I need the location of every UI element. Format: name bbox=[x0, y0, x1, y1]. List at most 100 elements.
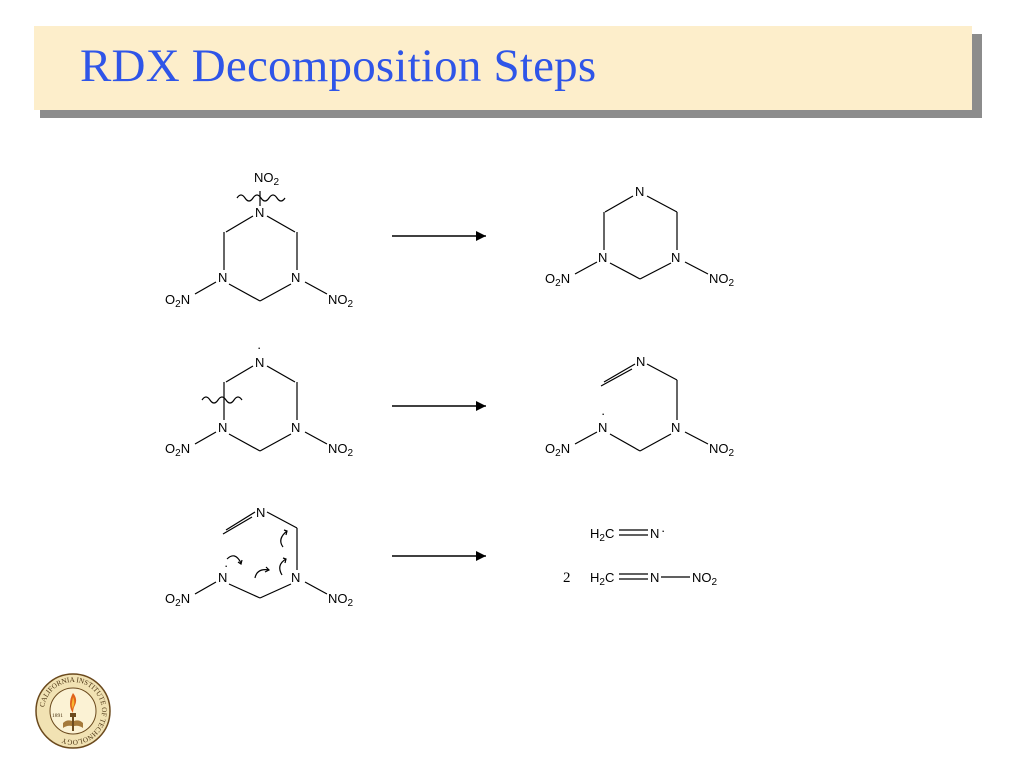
bond bbox=[684, 261, 709, 275]
bond bbox=[304, 581, 328, 595]
bond bbox=[194, 581, 217, 595]
product-1-labels: N N N O2N NO2 bbox=[545, 184, 735, 289]
atom-label: N bbox=[635, 184, 644, 199]
bond bbox=[225, 215, 254, 233]
atom-label: N bbox=[218, 570, 227, 585]
seal-hand-left bbox=[63, 720, 72, 728]
cleavage-wavy-line bbox=[201, 396, 243, 404]
electron-arrow-head bbox=[237, 559, 243, 565]
reactant-2-labels: · N N N O2N NO2 bbox=[165, 340, 354, 459]
atom-label: H2C bbox=[590, 526, 614, 544]
atom-label: N bbox=[671, 420, 680, 435]
atom-label: N bbox=[291, 570, 300, 585]
atom-label: NO2 bbox=[709, 271, 735, 289]
bond bbox=[574, 261, 598, 275]
product-3-labels: H2C N · 2 H2C N NO2 bbox=[563, 523, 718, 588]
bond bbox=[228, 283, 261, 302]
atom-label: N bbox=[218, 270, 227, 285]
bond bbox=[259, 283, 292, 302]
atom-label: N bbox=[671, 250, 680, 265]
atom-label: NO2 bbox=[254, 170, 280, 188]
electron-arrow bbox=[254, 569, 270, 579]
torch-handle bbox=[72, 717, 74, 731]
reactant-3 bbox=[194, 511, 328, 599]
atom-label: H2C bbox=[590, 570, 614, 588]
reactant-2 bbox=[194, 365, 328, 452]
bond bbox=[194, 431, 217, 445]
bond bbox=[194, 281, 217, 295]
atom-label: N bbox=[650, 570, 659, 585]
bond bbox=[646, 195, 678, 213]
reactant-3-labels: N · N N O2N NO2 bbox=[165, 505, 354, 609]
atom-label: N bbox=[256, 505, 265, 520]
electron-arrow-head bbox=[283, 529, 288, 536]
electron-arrow bbox=[226, 555, 242, 564]
atom-label: N bbox=[291, 270, 300, 285]
atom-label: NO2 bbox=[709, 441, 735, 459]
atom-label: N bbox=[598, 420, 607, 435]
bond bbox=[600, 368, 633, 387]
bond bbox=[639, 433, 672, 452]
electron-arrow bbox=[280, 530, 288, 548]
bond bbox=[684, 431, 709, 445]
electron-arrow-head bbox=[282, 557, 287, 564]
bond bbox=[646, 363, 678, 381]
radical-dot: · bbox=[601, 406, 605, 421]
atom-label: O2N bbox=[545, 271, 570, 289]
atom-label: NO2 bbox=[328, 591, 354, 609]
atom-label: O2N bbox=[165, 292, 190, 310]
torch-flame-inner bbox=[71, 697, 75, 709]
product-2 bbox=[574, 363, 709, 452]
cleavage-wavy-line bbox=[236, 194, 286, 202]
product-3 bbox=[619, 529, 690, 580]
bond bbox=[259, 433, 292, 452]
seal-hand-right bbox=[74, 720, 83, 728]
stoichiometric-coefficient: 2 bbox=[563, 570, 571, 586]
slide-title: RDX Decomposition Steps bbox=[80, 40, 597, 92]
atom-label: O2N bbox=[165, 441, 190, 459]
bond bbox=[225, 365, 254, 383]
bond bbox=[609, 433, 641, 452]
bond bbox=[228, 433, 261, 452]
radical-dot: · bbox=[661, 523, 665, 538]
bond bbox=[228, 583, 261, 599]
bond bbox=[266, 365, 296, 383]
bond bbox=[222, 516, 253, 535]
atom-label: N bbox=[255, 205, 264, 220]
product-2-labels: N · N N O2N NO2 bbox=[545, 354, 735, 459]
title-box: RDX Decomposition Steps bbox=[34, 26, 972, 110]
radical-dot: · bbox=[257, 340, 261, 355]
atom-label: N bbox=[650, 526, 659, 541]
atom-label: N bbox=[291, 420, 300, 435]
atom-label: N bbox=[636, 354, 645, 369]
bond bbox=[604, 195, 634, 213]
radical-dot: · bbox=[224, 558, 228, 573]
bond bbox=[266, 511, 298, 529]
caltech-seal-icon: CALIFORNIA INSTITUTE OF TECHNOLOGY 1891 bbox=[35, 673, 111, 749]
bond bbox=[259, 583, 292, 599]
product-1 bbox=[574, 195, 709, 280]
atom-label: N bbox=[255, 355, 264, 370]
bond bbox=[603, 363, 636, 383]
atom-label: O2N bbox=[545, 441, 570, 459]
bond bbox=[266, 215, 296, 233]
atom-label: N bbox=[218, 420, 227, 435]
atom-label: NO2 bbox=[328, 441, 354, 459]
atom-label: NO2 bbox=[328, 292, 354, 310]
bond bbox=[639, 262, 672, 280]
reactant-1-labels: NO2 N N N O2N NO2 bbox=[165, 170, 354, 310]
atom-label: O2N bbox=[165, 591, 190, 609]
reactant-1 bbox=[194, 191, 328, 302]
bond bbox=[225, 511, 256, 531]
electron-arrow-head bbox=[264, 566, 271, 573]
bond bbox=[609, 262, 641, 280]
torch-cup bbox=[70, 713, 76, 717]
bond bbox=[304, 281, 328, 295]
bond bbox=[304, 431, 328, 445]
electron-arrow bbox=[279, 558, 287, 576]
atom-label: N bbox=[598, 250, 607, 265]
seal-year: 1891 bbox=[52, 713, 63, 719]
bond bbox=[574, 431, 598, 445]
atom-label: NO2 bbox=[692, 570, 718, 588]
